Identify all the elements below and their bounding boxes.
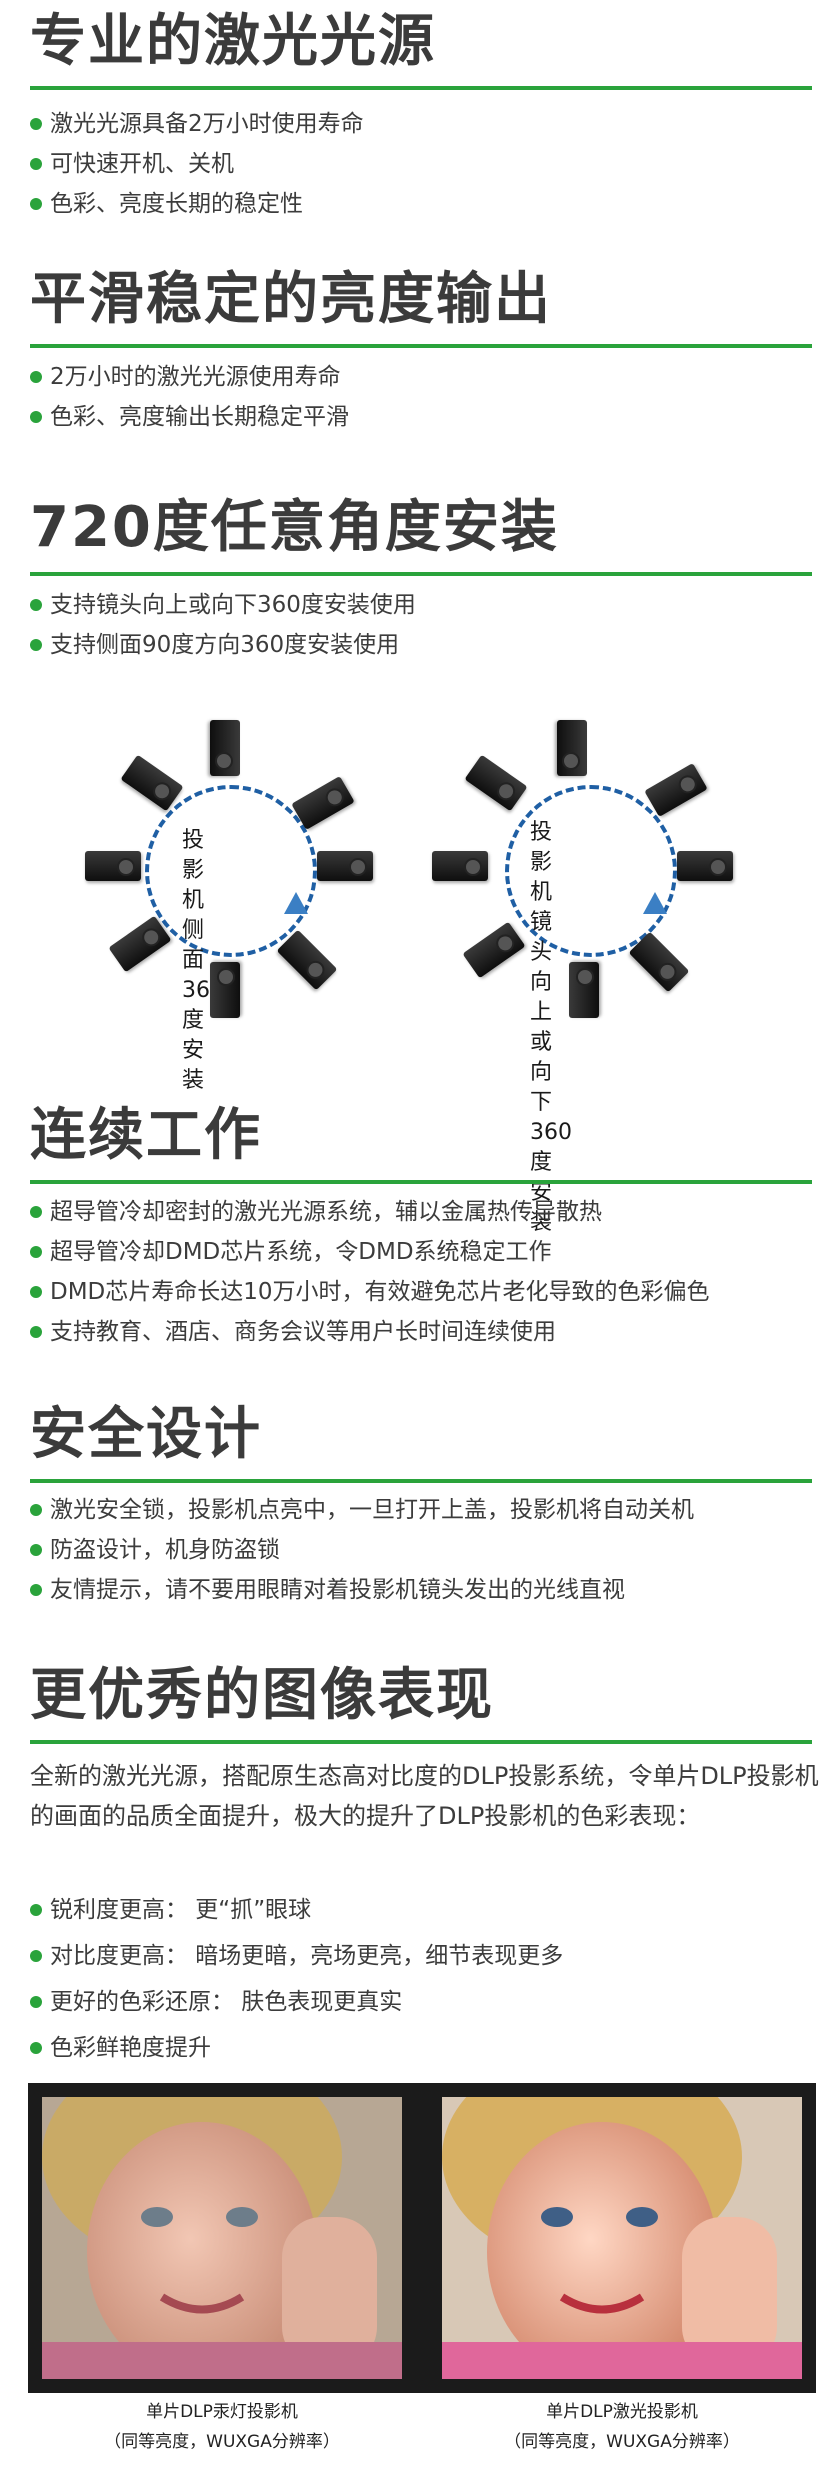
bullet-item: 激光光源具备2万小时使用寿命 (28, 104, 364, 144)
bullet-item: 色彩、亮度长期的稳定性 (28, 184, 364, 224)
bullet-item: 支持侧面90度方向360度安装使用 (28, 625, 416, 665)
green-divider (30, 1180, 812, 1184)
green-divider (30, 86, 812, 90)
bullet-list: 锐利度更高： 更“抓”眼球 对比度更高： 暗场更暗，亮场更亮，细节表现更多 更好… (28, 1887, 563, 2071)
projector-icon (462, 921, 526, 979)
bullet-item: 色彩鲜艳度提升 (28, 2025, 563, 2071)
projector-icon (210, 962, 240, 1018)
bullet-item: 可快速开机、关机 (28, 144, 364, 184)
laser-projector-photo (442, 2097, 802, 2379)
section-heading-continuous-work: 连续工作 (30, 1103, 262, 1168)
photo-caption-mercury: 单片DLP汞灯投影机 （同等亮度，WUXGA分辨率） (104, 2402, 340, 2452)
comparison-photo-strip (28, 2083, 816, 2393)
mercury-lamp-photo (42, 2097, 402, 2379)
projector-icon (677, 851, 733, 881)
bullet-item: 色彩、亮度输出长期稳定平滑 (28, 397, 349, 437)
projector-icon (557, 720, 587, 776)
intro-paragraph: 全新的激光光源，搭配原生态高对比度的DLP投影系统，令单片DLP投影机的画面的品… (30, 1762, 819, 1830)
section-heading-installation: 720度任意角度安装 (30, 495, 559, 560)
projector-icon (569, 962, 599, 1018)
green-divider (30, 344, 812, 348)
diagram-label: 投影机侧 面360度安 装 (182, 828, 224, 1093)
bullet-list: 激光安全锁，投影机点亮中，一旦打开上盖，投影机将自动关机 防盗设计，机身防盗锁 … (28, 1490, 694, 1610)
bullet-item: 锐利度更高： 更“抓”眼球 (28, 1887, 563, 1933)
section-heading-safety: 安全设计 (30, 1402, 262, 1467)
section-heading-laser-source: 专业的激光光源 (30, 9, 436, 74)
projector-icon (108, 915, 172, 973)
rotation-arrow-icon (284, 892, 308, 914)
projector-icon (291, 776, 355, 830)
bullet-item: 更好的色彩还原： 肤色表现更真实 (28, 1979, 563, 2025)
bullet-item: 友情提示，请不要用眼睛对着投影机镜头发出的光线直视 (28, 1570, 694, 1610)
projector-icon (644, 763, 708, 817)
bullet-item: 对比度更高： 暗场更暗，亮场更亮，细节表现更多 (28, 1933, 563, 1979)
bullet-list: 2万小时的激光光源使用寿命 色彩、亮度输出长期稳定平滑 (28, 357, 349, 437)
green-divider (30, 1479, 812, 1483)
bullet-list: 支持镜头向上或向下360度安装使用 支持侧面90度方向360度安装使用 (28, 585, 416, 665)
projector-icon (210, 720, 240, 776)
bullet-item: 防盗设计，机身防盗锁 (28, 1530, 694, 1570)
projector-icon (85, 851, 141, 881)
diagram-label: 投影机镜 头向上或 向下360度 安装 (530, 820, 572, 1235)
bullet-item: 超导管冷却密封的激光光源系统，辅以金属热传导散热 (28, 1192, 710, 1232)
green-divider (30, 1740, 812, 1744)
rotation-circle (505, 785, 677, 957)
photo-caption-laser: 单片DLP激光投影机 （同等亮度，WUXGA分辨率） (504, 2402, 740, 2452)
projector-icon (317, 851, 373, 881)
bullet-item: 激光安全锁，投影机点亮中，一旦打开上盖，投影机将自动关机 (28, 1490, 694, 1530)
bullet-item: 支持镜头向上或向下360度安装使用 (28, 585, 416, 625)
rotation-arrow-icon (643, 892, 667, 914)
bullet-item: 2万小时的激光光源使用寿命 (28, 357, 349, 397)
bullet-list: 激光光源具备2万小时使用寿命 可快速开机、关机 色彩、亮度长期的稳定性 (28, 104, 364, 224)
bullet-list: 超导管冷却密封的激光光源系统，辅以金属热传导散热 超导管冷却DMD芯片系统，令D… (28, 1192, 710, 1352)
bullet-item: 支持教育、酒店、商务会议等用户长时间连续使用 (28, 1312, 710, 1352)
projector-icon (120, 754, 184, 812)
projector-icon (464, 754, 528, 812)
bullet-item: DMD芯片寿命长达10万小时，有效避免芯片老化导致的色彩偏色 (28, 1272, 710, 1312)
section-heading-image-performance: 更优秀的图像表现 (30, 1663, 494, 1728)
projector-icon (276, 929, 338, 991)
projector-icon (432, 851, 488, 881)
green-divider (30, 572, 812, 576)
bullet-item: 超导管冷却DMD芯片系统，令DMD系统稳定工作 (28, 1232, 710, 1272)
rotation-circle (145, 785, 317, 957)
section-heading-brightness: 平滑稳定的亮度输出 (30, 267, 552, 332)
